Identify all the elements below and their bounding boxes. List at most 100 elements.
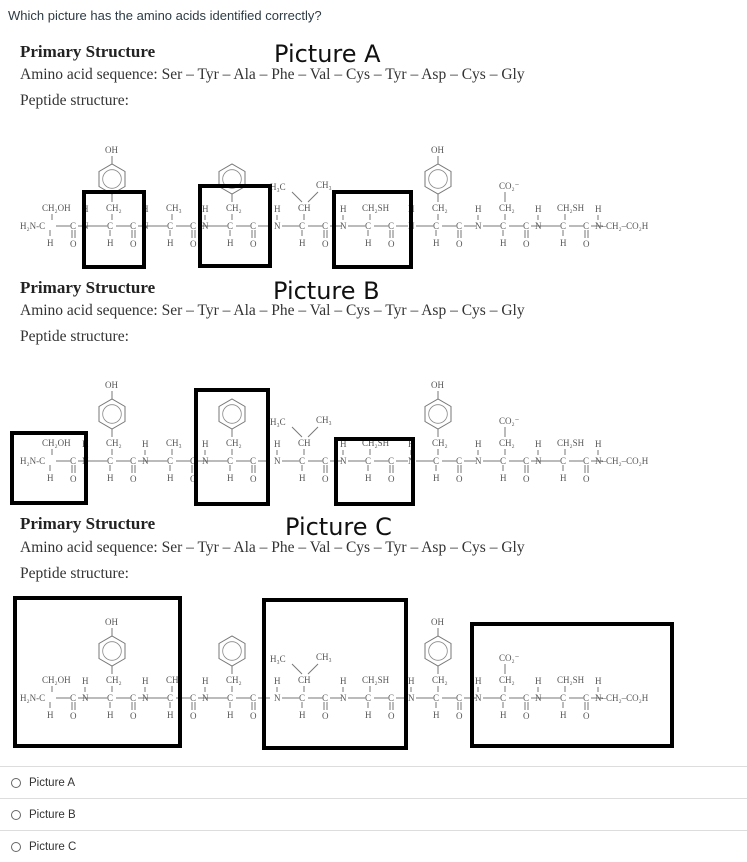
svg-text:H₂N-C: H₂N-C: [20, 693, 45, 703]
svg-text:C: C: [560, 221, 566, 231]
svg-text:C: C: [167, 456, 173, 466]
highlight-box: [10, 431, 88, 505]
svg-text:H: H: [340, 439, 347, 449]
svg-text:OH: OH: [431, 380, 444, 390]
radio-button[interactable]: [11, 841, 21, 852]
svg-text:H: H: [47, 238, 54, 248]
svg-text:C: C: [130, 693, 136, 703]
svg-text:C: C: [70, 221, 76, 231]
svg-text:N–CH₂–CO₂H: N–CH₂–CO₂H: [595, 693, 649, 703]
svg-text:H: H: [500, 710, 507, 720]
svg-text:H: H: [535, 676, 542, 686]
svg-text:H: H: [475, 676, 482, 686]
svg-text:CH₂: CH₂: [432, 438, 448, 448]
radio-button[interactable]: [11, 809, 21, 820]
svg-text:OH: OH: [431, 145, 444, 155]
svg-text:O: O: [70, 239, 77, 249]
picture-title: Picture A: [274, 40, 381, 68]
svg-text:O: O: [388, 711, 395, 721]
svg-text:H: H: [299, 238, 306, 248]
svg-text:CH₃: CH₃: [166, 203, 182, 213]
svg-text:H: H: [107, 473, 114, 483]
svg-text:C: C: [583, 221, 589, 231]
answer-option-b[interactable]: Picture B: [0, 798, 747, 830]
svg-text:CH: CH: [298, 438, 311, 448]
svg-text:H: H: [365, 710, 372, 720]
svg-text:N: N: [202, 456, 209, 466]
svg-text:H: H: [595, 439, 602, 449]
svg-text:H: H: [227, 710, 234, 720]
peptide-structure-label: Peptide structure:: [20, 328, 129, 345]
svg-text:H: H: [299, 710, 306, 720]
svg-text:O: O: [523, 474, 530, 484]
svg-text:C: C: [433, 456, 439, 466]
answer-option-c[interactable]: Picture C: [0, 830, 747, 862]
svg-text:C: C: [583, 693, 589, 703]
svg-text:O: O: [523, 711, 530, 721]
svg-text:O: O: [250, 239, 257, 249]
svg-text:H: H: [500, 238, 507, 248]
svg-text:C: C: [227, 221, 233, 231]
svg-text:OH: OH: [105, 380, 118, 390]
svg-text:C: C: [250, 693, 256, 703]
svg-text:CH₂SH: CH₂SH: [557, 675, 585, 685]
svg-text:C: C: [227, 693, 233, 703]
svg-text:O: O: [322, 474, 329, 484]
answer-label: Picture B: [29, 808, 76, 821]
svg-text:O: O: [322, 711, 329, 721]
svg-text:N: N: [202, 221, 209, 231]
svg-text:O: O: [388, 239, 395, 249]
svg-text:O: O: [583, 239, 590, 249]
svg-text:C: C: [107, 221, 113, 231]
svg-text:O: O: [456, 711, 463, 721]
highlight-box: [262, 598, 408, 750]
svg-text:H: H: [560, 238, 567, 248]
amino-acid-sequence: Amino acid sequence: Ser – Tyr – Ala – P…: [20, 66, 525, 83]
svg-text:H: H: [167, 710, 174, 720]
svg-text:O: O: [250, 474, 257, 484]
svg-text:N–CH₂–CO₂H: N–CH₂–CO₂H: [595, 456, 649, 466]
svg-text:C: C: [523, 456, 529, 466]
highlight-box: [198, 184, 272, 268]
svg-text:C: C: [388, 456, 394, 466]
svg-text:C: C: [190, 221, 196, 231]
svg-text:O: O: [583, 711, 590, 721]
svg-text:C: C: [107, 693, 113, 703]
svg-text:C: C: [583, 456, 589, 466]
svg-text:C: C: [560, 456, 566, 466]
svg-text:H: H: [433, 473, 440, 483]
svg-text:C: C: [299, 693, 305, 703]
svg-text:H: H: [475, 204, 482, 214]
svg-text:CH₂SH: CH₂SH: [362, 203, 390, 213]
svg-text:H: H: [202, 204, 209, 214]
svg-text:C: C: [433, 221, 439, 231]
svg-text:H: H: [202, 439, 209, 449]
svg-text:CO₂⁻: CO₂⁻: [499, 653, 520, 663]
svg-text:O: O: [190, 474, 197, 484]
answer-option-a[interactable]: Picture A: [0, 766, 747, 798]
svg-text:H: H: [340, 676, 347, 686]
svg-text:N: N: [535, 693, 542, 703]
svg-text:CH₂SH: CH₂SH: [557, 203, 585, 213]
svg-text:N: N: [142, 693, 149, 703]
svg-text:OH: OH: [105, 617, 118, 627]
svg-text:N: N: [408, 693, 415, 703]
svg-text:C: C: [322, 693, 328, 703]
svg-text:C: C: [500, 456, 506, 466]
svg-text:H: H: [142, 439, 149, 449]
svg-text:H: H: [595, 676, 602, 686]
svg-text:O: O: [190, 239, 197, 249]
primary-structure-heading: Primary Structure: [20, 278, 156, 297]
svg-text:H: H: [167, 473, 174, 483]
picture-b-section: Primary Structure Picture B Amino acid s…: [0, 273, 747, 509]
svg-text:H₃C: H₃C: [270, 182, 286, 192]
svg-text:C: C: [167, 693, 173, 703]
highlight-box: [470, 622, 674, 748]
radio-button[interactable]: [11, 777, 21, 788]
svg-text:C: C: [456, 456, 462, 466]
svg-text:H₂N-C: H₂N-C: [20, 221, 45, 231]
svg-text:CO₂⁻: CO₂⁻: [499, 181, 520, 191]
svg-text:C: C: [388, 693, 394, 703]
svg-text:C: C: [365, 456, 371, 466]
svg-text:C: C: [130, 456, 136, 466]
